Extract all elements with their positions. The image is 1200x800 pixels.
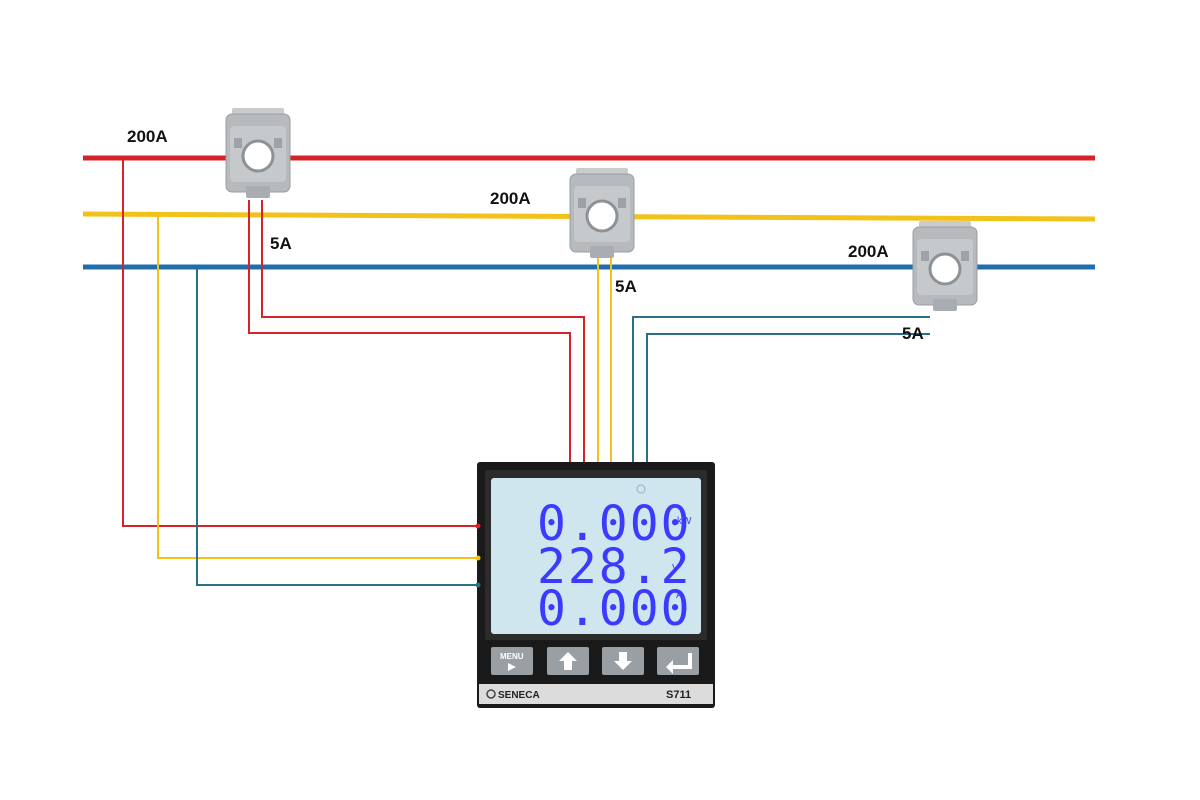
power-meter: 0.000 kW 228.2 V 0.000 A MENU xyxy=(477,462,715,708)
lcd-current-unit: A xyxy=(676,590,683,601)
lcd-voltage-reading: 228.2 xyxy=(537,539,692,595)
ct2-secondary-label: 5A xyxy=(615,277,637,296)
lcd-voltage-unit: V xyxy=(672,563,679,574)
ct1-secondary-wire-a xyxy=(261,200,585,462)
brand-logo-icon xyxy=(486,689,496,699)
current-transformer-3 xyxy=(912,221,978,311)
voltage-wire-l3 xyxy=(196,267,478,586)
ct3-secondary-wire-b xyxy=(646,333,930,462)
enter-button[interactable] xyxy=(657,647,699,675)
lcd-current-reading: 0.000 xyxy=(537,581,692,637)
lcd-power-reading: 0.000 xyxy=(537,496,692,552)
arrow-down-icon xyxy=(614,652,632,670)
voltage-wire-l1 xyxy=(122,158,478,527)
ct1-primary-label: 200A xyxy=(127,127,168,146)
menu-button-label: MENU xyxy=(500,652,524,661)
current-transformer-1 xyxy=(225,108,291,198)
lcd-screen xyxy=(491,478,701,634)
ct1-secondary-wire-b xyxy=(248,200,571,462)
current-transformer-2 xyxy=(569,168,635,258)
ct1-secondary-label: 5A xyxy=(270,234,292,253)
up-button[interactable] xyxy=(547,647,589,675)
voltage-wire-l2 xyxy=(157,214,478,559)
down-button[interactable] xyxy=(602,647,644,675)
ct3-secondary-wire-a xyxy=(632,316,930,462)
menu-button[interactable]: MENU xyxy=(491,647,533,675)
play-icon xyxy=(508,663,516,671)
arrow-up-icon xyxy=(559,652,577,670)
ct3-primary-label: 200A xyxy=(848,242,889,261)
enter-icon xyxy=(666,653,692,674)
ct2-primary-label: 200A xyxy=(490,189,531,208)
lcd-power-unit: kW xyxy=(677,516,692,527)
ct3-secondary-label: 5A xyxy=(902,324,924,343)
model-number: S711 xyxy=(666,689,691,701)
brand-name: SENECA xyxy=(498,690,540,701)
